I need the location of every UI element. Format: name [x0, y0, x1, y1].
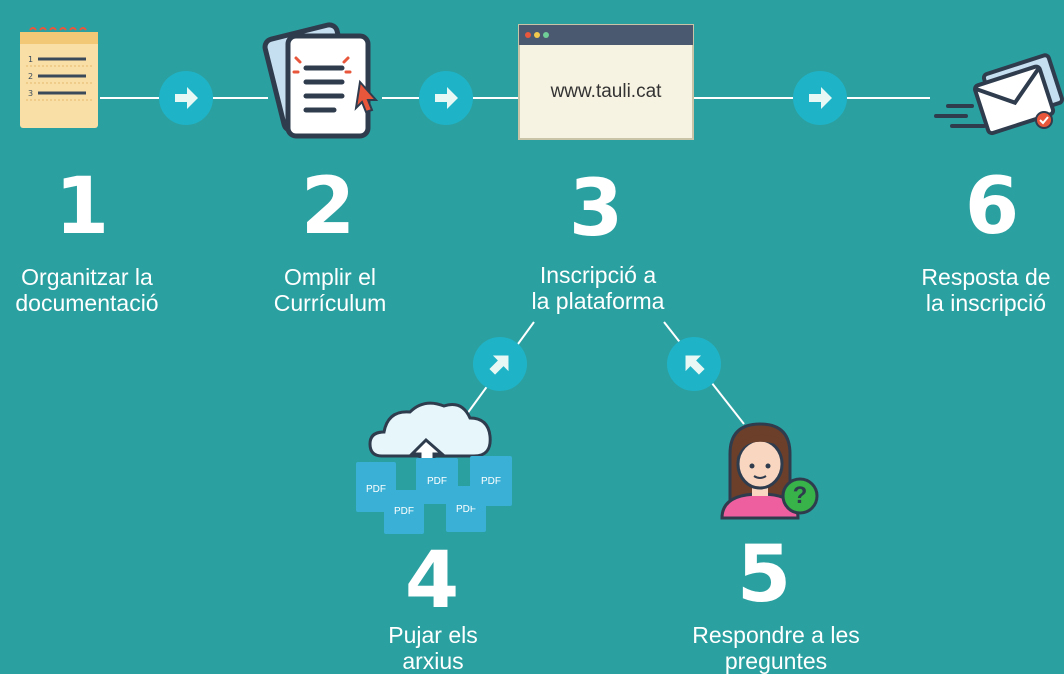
person-question-icon	[720, 422, 819, 520]
pdf-files-group: PDF PDF PDF PDF PDF	[352, 396, 520, 536]
arrow-right-icon	[793, 71, 847, 125]
arrow-up-right-icon	[473, 337, 527, 391]
checklist-notepad-icon: 1 2 3	[20, 27, 98, 128]
browser-window-icon	[518, 24, 694, 140]
arrow-right-icon	[419, 71, 473, 125]
pdf-file-icon: PDF	[470, 456, 512, 506]
svg-text:1: 1	[28, 55, 33, 64]
document-edit-icon	[262, 22, 379, 139]
website-url: www.tauli.cat	[550, 81, 662, 102]
svg-text:3: 3	[28, 89, 33, 98]
step-4-number: 4	[404, 536, 460, 626]
step-6-label: Resposta de la inscripció	[921, 264, 1051, 316]
step-5-label: Respondre a les preguntes	[692, 622, 860, 674]
step-1-number: 1	[54, 162, 110, 252]
svg-text:2: 2	[28, 72, 33, 81]
step-3-label: Inscripció a la plataforma	[531, 262, 665, 314]
step-5-number: 5	[736, 530, 792, 620]
step-2-number: 2	[300, 162, 356, 252]
step-2-label: Omplir el Currículum	[273, 264, 387, 316]
step-6-number: 6	[964, 162, 1020, 252]
arrow-right-icon	[159, 71, 213, 125]
step-4-label: Pujar els arxius	[388, 622, 478, 674]
question-mark: ?	[792, 482, 808, 509]
step-1-label: Organitzar la documentació	[15, 264, 159, 316]
arrow-up-left-icon	[667, 337, 721, 391]
step-3-number: 3	[568, 164, 624, 254]
sent-envelope-icon	[934, 53, 1064, 136]
